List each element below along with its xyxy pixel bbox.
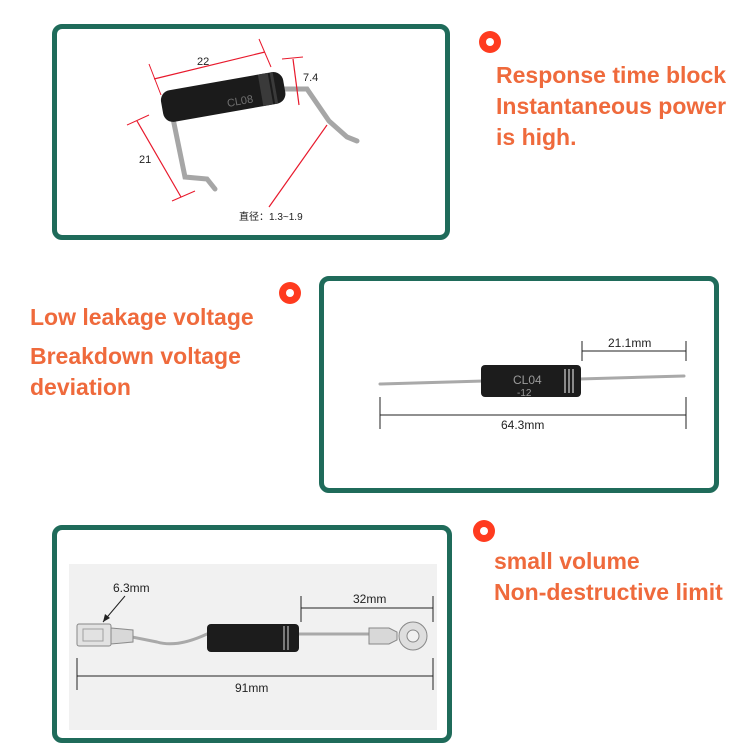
dim-line-lead bbox=[136, 120, 182, 198]
diode-drawing-1: CL08 22 7.4 21 直径：1.3~1.9 bbox=[126, 38, 360, 223]
dim-label-total: 64.3mm bbox=[501, 418, 544, 432]
diode-body-1 bbox=[160, 72, 286, 122]
diode-lead-left bbox=[166, 96, 218, 192]
dim-label-diameter: 7.4 bbox=[303, 72, 318, 84]
feature-text: Non-destructive limit bbox=[494, 579, 723, 605]
diode-body-2 bbox=[481, 365, 581, 397]
dim-label-total: 91mm bbox=[235, 681, 268, 695]
feature-list-3: small volume Non-destructive limit bbox=[494, 546, 723, 608]
diode-body-3 bbox=[207, 624, 299, 652]
dim-line-diameter bbox=[292, 58, 300, 106]
diode-lead-left bbox=[378, 379, 486, 386]
dim-ext-line bbox=[148, 63, 162, 96]
dim-line-length bbox=[153, 51, 266, 80]
dim-label-lead-diameter: 直径：1.3~1.9 bbox=[239, 210, 303, 223]
dim-ext-line bbox=[281, 56, 304, 60]
bullet-icon bbox=[473, 520, 495, 542]
feature-text: Low leakage voltage bbox=[30, 304, 254, 330]
diode-marking-2: CL04 bbox=[513, 373, 542, 387]
diode-dimension-panel-2: CL04 -12 21.1mm 64.3mm bbox=[319, 276, 719, 493]
arrow-icon bbox=[103, 614, 110, 622]
dim-label-lead: 21 bbox=[139, 154, 151, 166]
diode-dimension-panel-3: 6.3mm 32mm 91mm bbox=[52, 525, 452, 743]
bullet-icon bbox=[479, 31, 501, 53]
dim-label-lead: 32mm bbox=[353, 592, 386, 606]
diode-drawing-2: CL04 -12 21.1mm 64.3mm bbox=[378, 336, 687, 432]
feature-text: Response time block bbox=[496, 62, 727, 88]
dim-ext-line bbox=[171, 190, 196, 202]
dim-ext-line bbox=[258, 38, 272, 68]
diode-marking-1: CL08 bbox=[226, 94, 254, 110]
feature-list-2: Low leakage voltage Breakdown voltage de… bbox=[30, 302, 254, 403]
dim-label-terminal: 6.3mm bbox=[113, 581, 150, 595]
dim-ext-line bbox=[126, 114, 150, 126]
ring-terminal bbox=[368, 621, 428, 651]
bullet-icon bbox=[279, 282, 301, 304]
feature-list-1: Response time block Instantaneous power … bbox=[496, 60, 726, 153]
diode-drawing-3: 6.3mm 32mm 91mm bbox=[69, 564, 437, 730]
feature-text: Instantaneous power bbox=[496, 93, 727, 119]
diode-lead-right bbox=[280, 86, 360, 144]
diode-lead bbox=[126, 632, 377, 646]
feature-text: deviation bbox=[30, 374, 131, 400]
diode-lead-right bbox=[577, 374, 686, 381]
dim-line-lead-diameter bbox=[268, 124, 328, 208]
diode-marking-2-sub: -12 bbox=[517, 388, 532, 399]
spade-terminal bbox=[76, 623, 134, 647]
diode-dimension-panel-1: CL08 22 7.4 21 直径：1.3~1.9 bbox=[52, 24, 450, 240]
feature-text: Breakdown voltage bbox=[30, 343, 241, 369]
dim-label-body: 21.1mm bbox=[608, 336, 651, 350]
dim-label-length: 22 bbox=[197, 56, 209, 68]
feature-text: small volume bbox=[494, 548, 640, 574]
feature-text: is high. bbox=[496, 124, 577, 150]
